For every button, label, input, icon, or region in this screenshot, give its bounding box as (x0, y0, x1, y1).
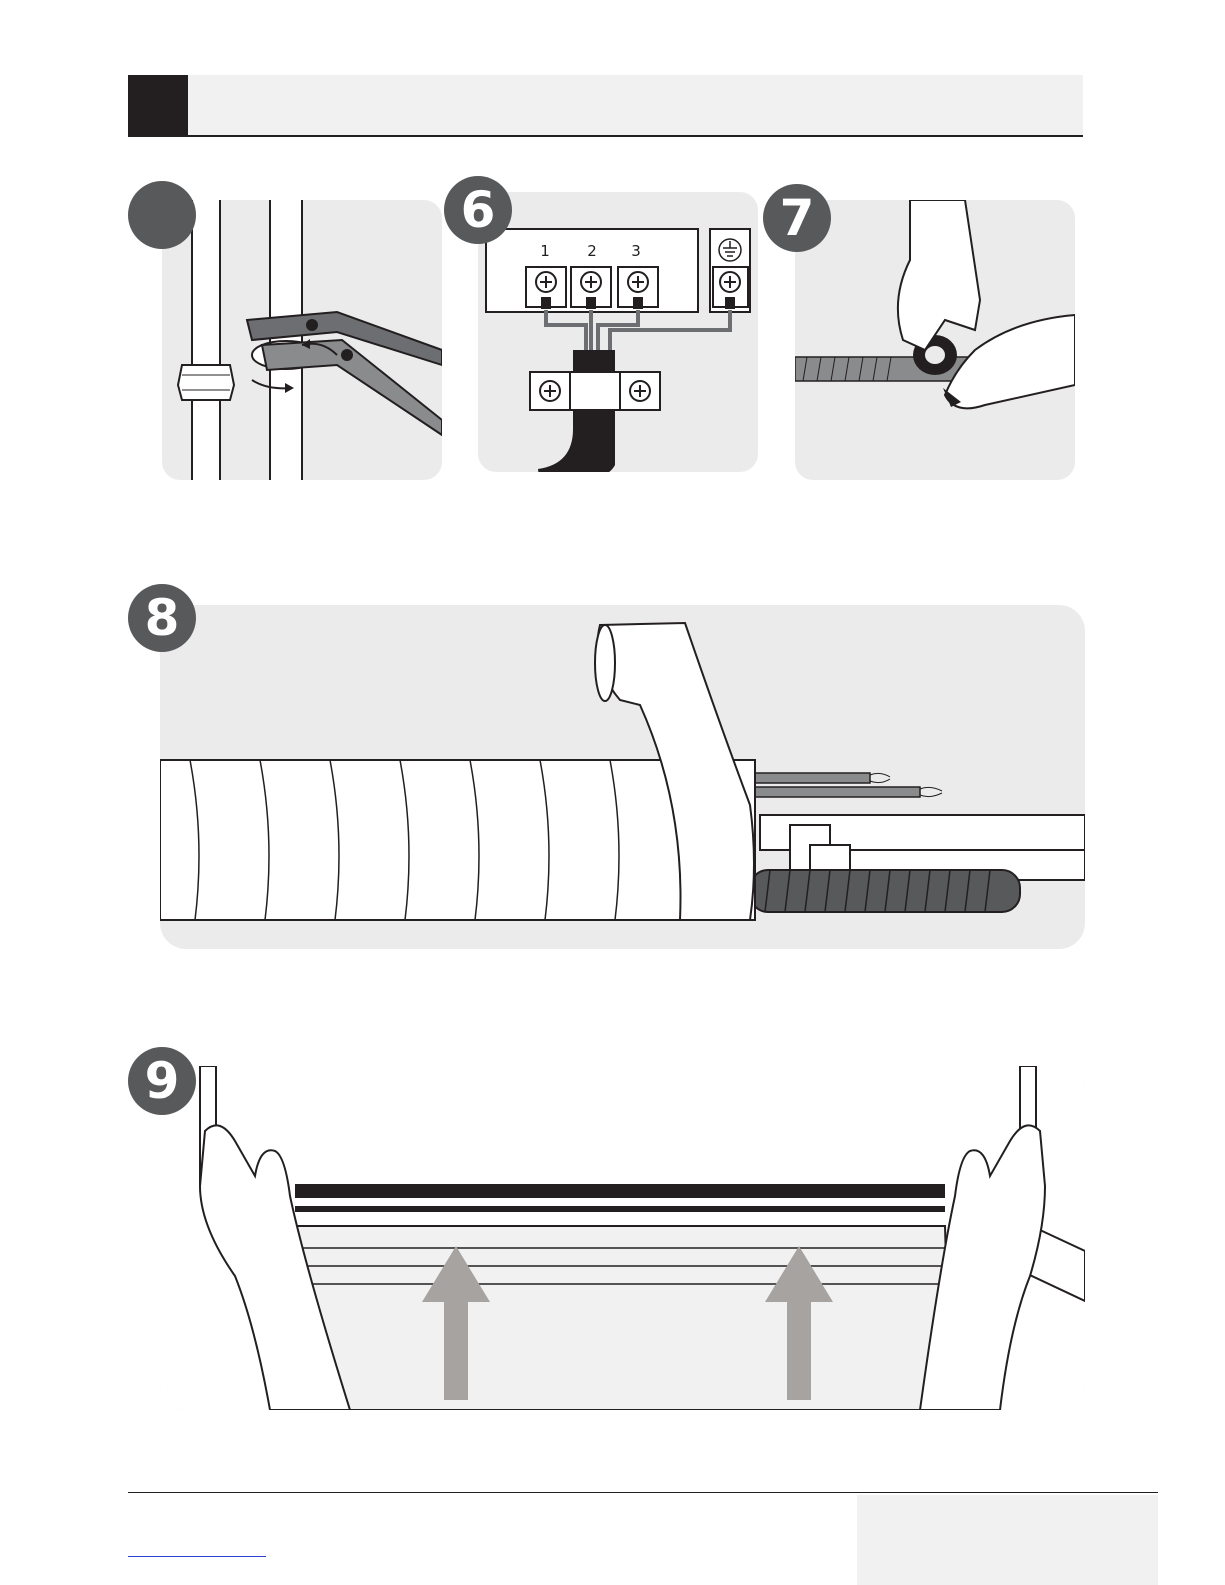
terminal-label-1: 1 (540, 242, 550, 260)
step-panel-terminals: 1 2 3 (478, 192, 758, 472)
taping-hands-illustration (795, 200, 1075, 480)
wrench-illustration (162, 200, 442, 480)
terminal-label-2: 2 (587, 242, 597, 260)
step-panel-wrench (162, 200, 442, 480)
step-badge-8: 8 (128, 584, 196, 652)
pipe-wrap-illustration (160, 605, 1085, 949)
fit-unit-illustration (160, 1066, 1085, 1410)
header-color-block (128, 75, 188, 135)
terminal-block-illustration: 1 2 3 (478, 192, 758, 472)
footer-rule (128, 1492, 1158, 1493)
step-badge-9: 9 (128, 1047, 196, 1115)
terminal-label-3: 3 (631, 242, 641, 260)
step-badge-7: 7 (763, 184, 831, 252)
step-badge-6: 6 (444, 176, 512, 244)
footer-page-box (857, 1495, 1158, 1585)
step-panel-taping (795, 200, 1075, 480)
section-header (128, 75, 1083, 137)
step-panel-fit-unit (160, 1066, 1085, 1410)
step-badge-wrench (128, 181, 196, 249)
ground-icon (719, 239, 741, 261)
footer-link[interactable] (128, 1556, 266, 1557)
step-panel-pipe-wrap (160, 605, 1085, 949)
